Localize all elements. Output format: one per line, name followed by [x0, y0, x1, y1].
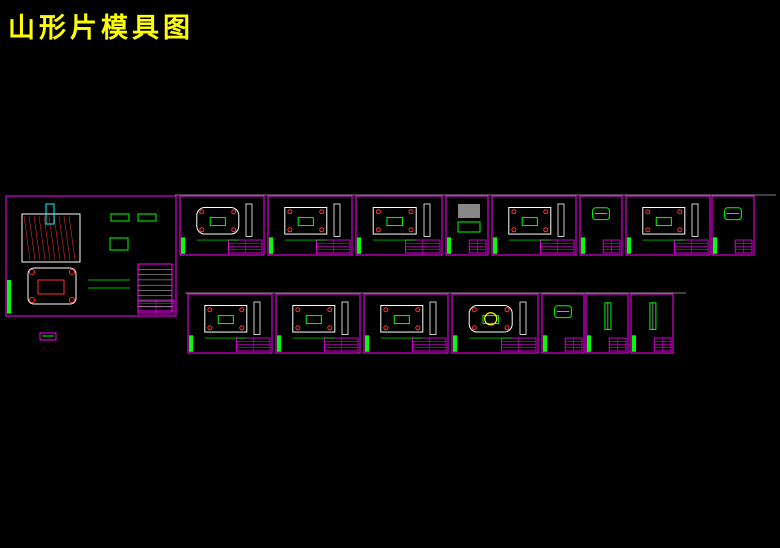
part-view [457, 204, 481, 233]
title-block [734, 239, 753, 254]
part-view [204, 301, 261, 339]
part-view [21, 203, 173, 313]
part-view [372, 203, 431, 241]
part-view [724, 207, 742, 221]
title-block [227, 239, 263, 254]
part-view [508, 203, 565, 241]
title-block [653, 337, 672, 352]
title-block [501, 337, 537, 352]
title-block [602, 239, 621, 254]
title-block [235, 337, 271, 352]
part-drawing-6[interactable] [579, 195, 623, 256]
title-block [315, 239, 351, 254]
part-drawing-11[interactable] [363, 293, 449, 354]
part-drawing-3[interactable] [355, 195, 443, 256]
part-view [468, 301, 527, 339]
title-block [674, 239, 709, 254]
part-drawing-15[interactable] [630, 293, 674, 354]
part-drawing-4[interactable] [445, 195, 489, 256]
part-drawing-5[interactable] [491, 195, 577, 256]
title-block [608, 337, 627, 352]
title-block [405, 239, 441, 254]
drawing-sheets [5, 195, 755, 354]
part-drawing-1[interactable] [179, 195, 265, 256]
title-block [411, 337, 447, 352]
part-drawing-8[interactable] [711, 195, 755, 256]
part-view [196, 203, 253, 241]
part-view [649, 302, 657, 330]
drawing-title: 山形片模具图 [8, 13, 194, 44]
part-view [554, 305, 572, 319]
part-view [380, 301, 437, 339]
part-drawing-13[interactable] [541, 293, 585, 354]
part-drawing-12[interactable] [451, 293, 539, 354]
title-block [540, 239, 575, 254]
title-block [564, 337, 583, 352]
part-view [604, 302, 612, 330]
assembly-drawing[interactable] [5, 195, 177, 317]
loose-small-part [39, 332, 57, 341]
part-view [292, 301, 349, 339]
part-drawing-9[interactable] [187, 293, 273, 354]
part-drawing-10[interactable] [275, 293, 361, 354]
part-drawing-7[interactable] [625, 195, 711, 256]
title-block [323, 337, 359, 352]
part-view [592, 207, 610, 221]
part-view [642, 203, 699, 241]
part-drawing-2[interactable] [267, 195, 353, 256]
title-block [468, 239, 487, 254]
part-view [284, 203, 341, 241]
part-drawing-14[interactable] [585, 293, 629, 354]
